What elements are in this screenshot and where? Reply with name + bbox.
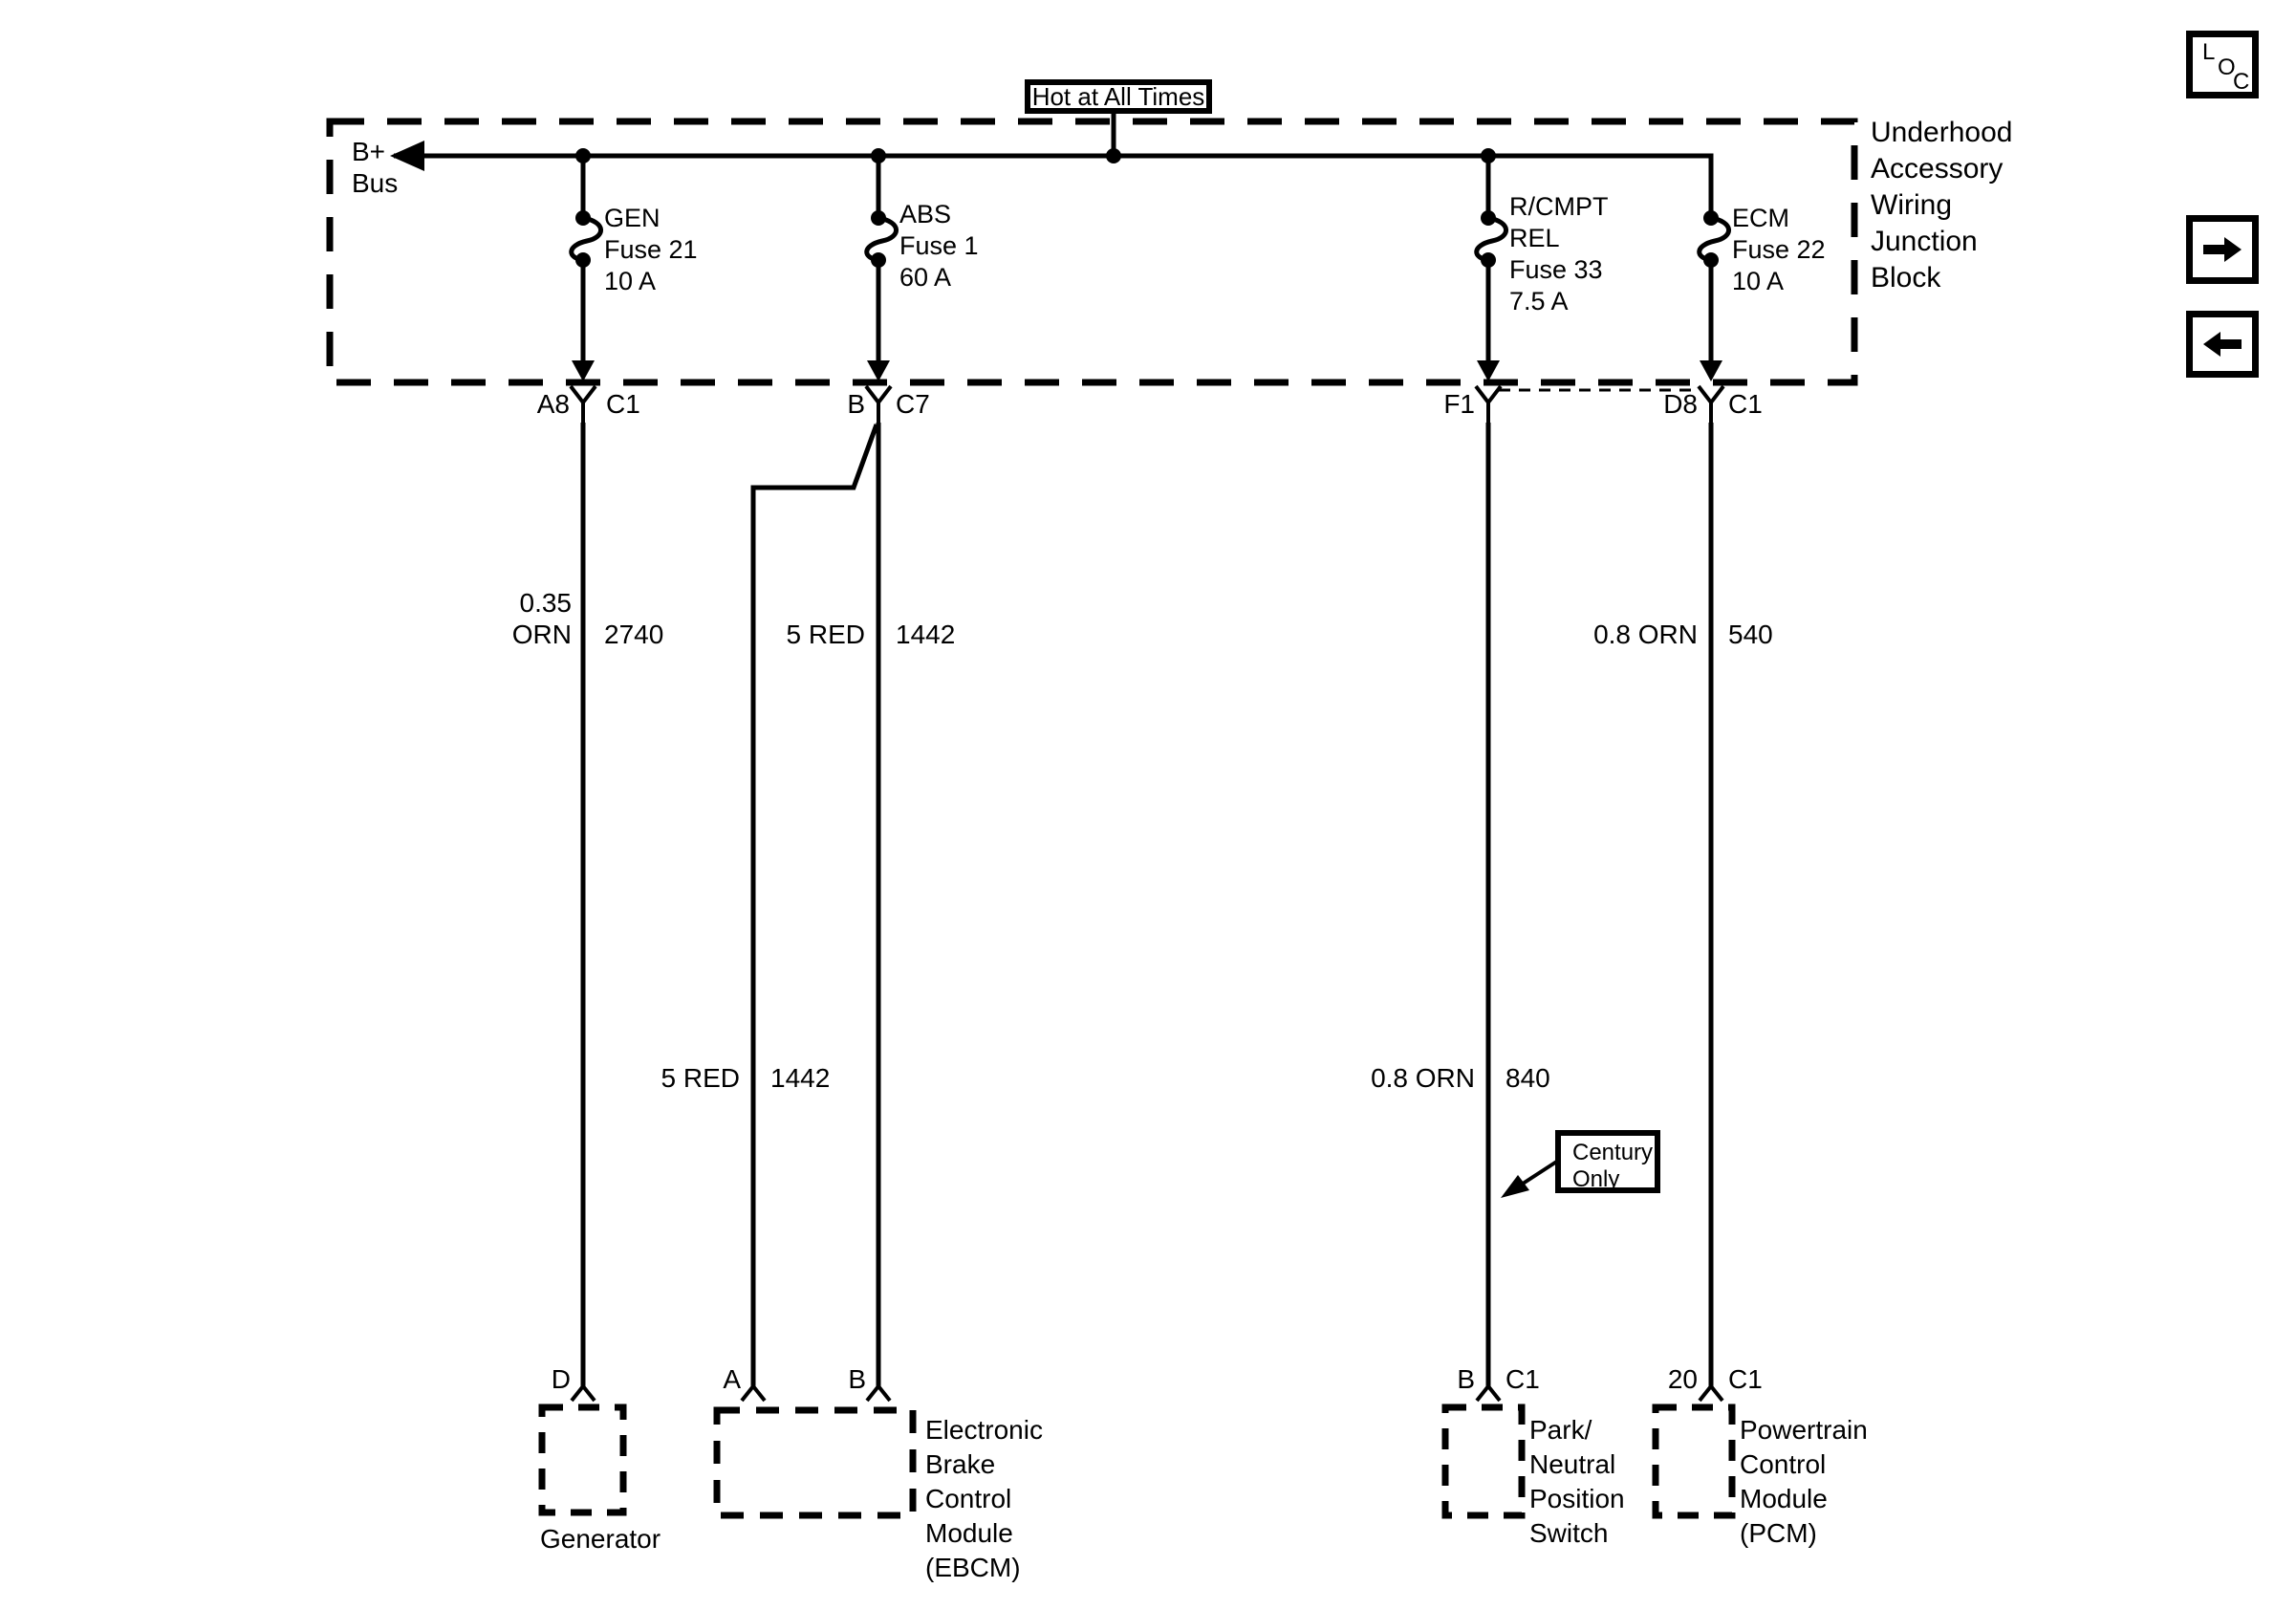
pcm-pin-20-label: 20 <box>1667 1364 1698 1394</box>
pin-f1-label: F1 <box>1443 389 1475 419</box>
century-arrowhead <box>1501 1175 1529 1198</box>
conn-c1-ecm-label: C1 <box>1728 389 1763 419</box>
fuse-abs-label: ABS Fuse 1 60 A <box>899 200 979 292</box>
pns-pin-b-label: B <box>1457 1364 1475 1394</box>
wire-abs-b-circuit-label: 1442 <box>896 620 956 649</box>
loc-letter-o: O <box>2218 54 2236 80</box>
junction-block-title: Underhood Accessory Wiring Junction Bloc… <box>1871 117 2013 294</box>
wire-red-1442-a <box>750 424 879 1386</box>
loc-letter-c: C <box>2233 69 2250 95</box>
bplus-bus-line <box>394 153 1714 216</box>
generator-box <box>538 1403 627 1516</box>
fuse-rcmpt-label: R/CMPT REL Fuse 33 7.5 A <box>1509 192 1609 315</box>
loc-button[interactable]: L O C <box>2186 31 2259 98</box>
conn-c7-label: C7 <box>896 389 930 419</box>
pcm-name: Powertrain Control Module (PCM) <box>1740 1415 1868 1548</box>
next-page-button[interactable] <box>2186 215 2259 284</box>
pin-b-abs-label: B <box>847 389 865 419</box>
wire-abs-a-circuit-label: 1442 <box>770 1063 831 1093</box>
ebcm-pin-b-label: B <box>848 1364 866 1394</box>
fuse-gen-label: GEN Fuse 21 10 A <box>604 204 698 295</box>
wire-rcmpt-gauge-label: 0.8 ORN <box>1371 1063 1475 1093</box>
left-arrow-icon <box>2203 332 2242 357</box>
wire-gen-gauge-label: 0.35 ORN <box>511 588 572 649</box>
wire-rcmpt-circuit-label: 840 <box>1505 1063 1550 1093</box>
ebcm-pin-a-label: A <box>723 1364 741 1394</box>
bus-label: B+ Bus <box>352 137 399 198</box>
ebcm-box <box>713 1406 917 1519</box>
pcm-box <box>1652 1403 1736 1519</box>
power-source-label: Hot at All Times <box>1025 79 1212 114</box>
module-pin-symbols <box>570 1382 1724 1403</box>
bus-arrowhead <box>390 141 424 171</box>
pin-a8-label: A8 <box>536 389 570 419</box>
fuse-symbols <box>569 215 1731 263</box>
power-source-text: Hot at All Times <box>1031 81 1205 111</box>
wire-abs-b-gauge-label: 5 RED <box>786 620 865 649</box>
previous-page-button[interactable] <box>2186 311 2259 378</box>
wire-abs-a-gauge-label: 5 RED <box>661 1063 740 1093</box>
conn-c1-gen-label: C1 <box>606 389 640 419</box>
wire-ecm-circuit-label: 540 <box>1728 620 1773 649</box>
right-arrow-icon <box>2203 237 2242 262</box>
wire-ecm-gauge-label: 0.8 ORN <box>1593 620 1698 649</box>
generator-name: Generator <box>540 1524 661 1554</box>
ebcm-name: Electronic Brake Control Module (EBCM) <box>925 1415 1043 1582</box>
connector-symbols <box>569 384 1725 423</box>
pcm-conn-c1-label: C1 <box>1728 1364 1763 1394</box>
loc-letter-l: L <box>2202 39 2216 65</box>
fuse-ecm-label: ECM Fuse 22 10 A <box>1732 204 1826 295</box>
century-arrow-line <box>1518 1159 1560 1187</box>
pns-name: Park/ Neutral Position Switch <box>1529 1415 1625 1548</box>
pin-d8-label: D8 <box>1663 389 1698 419</box>
junction-block-outline <box>326 118 1858 386</box>
century-only-callout: Century Only <box>1555 1130 1660 1193</box>
pns-box <box>1441 1403 1526 1519</box>
generator-pin-d-label: D <box>551 1364 571 1394</box>
pns-conn-c1-label: C1 <box>1505 1364 1540 1394</box>
wire-gen-circuit-label: 2740 <box>604 620 664 649</box>
